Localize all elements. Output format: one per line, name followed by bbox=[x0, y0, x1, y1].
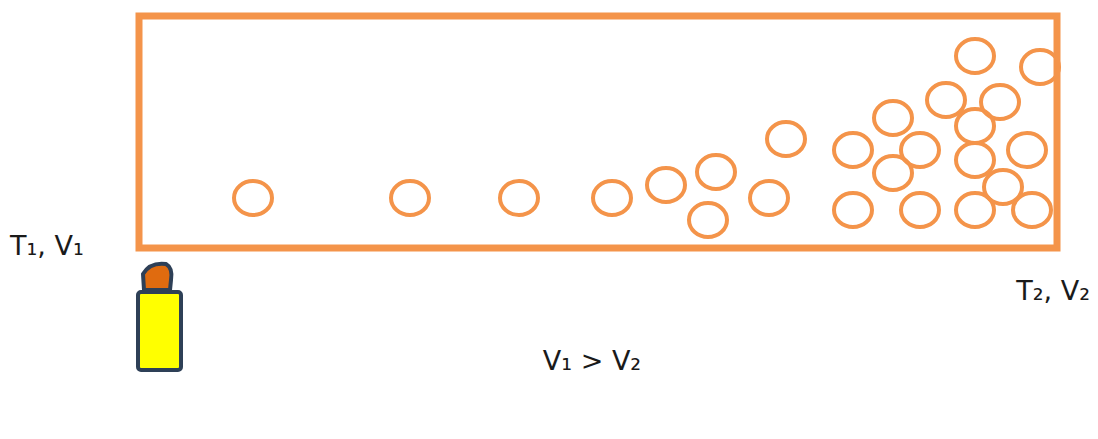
gas-container bbox=[139, 16, 1057, 248]
gas-particle bbox=[750, 181, 788, 215]
gas-particle bbox=[593, 181, 631, 215]
gas-particle bbox=[647, 168, 685, 202]
gas-particle bbox=[956, 39, 994, 73]
gas-particle bbox=[901, 193, 939, 227]
gas-particle bbox=[1021, 50, 1059, 84]
lighter-flame bbox=[143, 264, 171, 290]
gas-particle bbox=[689, 203, 727, 237]
gas-particle bbox=[834, 193, 872, 227]
gas-particle bbox=[834, 133, 872, 167]
gas-particle bbox=[927, 83, 965, 117]
gas-particle bbox=[1008, 133, 1046, 167]
gas-particle bbox=[767, 122, 805, 156]
gas-particle bbox=[956, 143, 994, 177]
gas-particle bbox=[500, 181, 538, 215]
gas-particle bbox=[234, 181, 272, 215]
gas-particle bbox=[874, 101, 912, 135]
variable-label: T₁, V₁ bbox=[10, 230, 84, 262]
lighter-body bbox=[138, 292, 181, 370]
variable-label: T₂, V₂ bbox=[1016, 275, 1090, 307]
gas-particle bbox=[956, 109, 994, 143]
lighter bbox=[138, 264, 181, 370]
gas-particle bbox=[901, 133, 939, 167]
variable-label: V₁ > V₂ bbox=[543, 345, 641, 377]
gas-particles bbox=[234, 39, 1059, 237]
gas-particle bbox=[697, 155, 735, 189]
gas-particle bbox=[1013, 193, 1051, 227]
gas-particle bbox=[391, 181, 429, 215]
